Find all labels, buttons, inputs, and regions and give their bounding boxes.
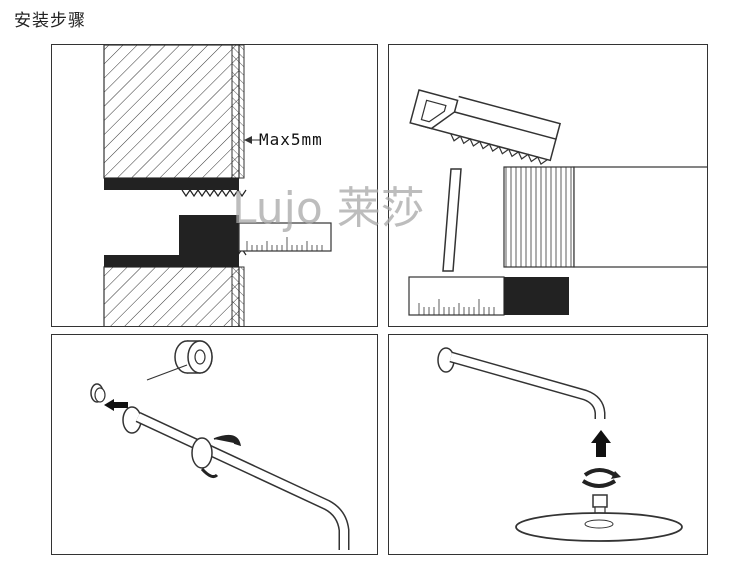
tape-wrap-diagram <box>90 340 350 550</box>
step1-panel: Max5mm <box>51 44 378 327</box>
brand-watermark: Lujo 莱莎 <box>232 183 425 234</box>
page-title: 安装步骤 <box>14 11 86 31</box>
wall-section-diagram <box>103 45 332 326</box>
plug-icon <box>90 383 106 403</box>
step3-panel <box>51 334 378 555</box>
rotate-arrow-icon <box>581 468 621 488</box>
gap-annotation-label: Max5mm <box>259 130 323 149</box>
arrow-left-icon <box>104 399 128 411</box>
step2-panel <box>388 44 708 327</box>
saw-cut-diagram <box>408 89 707 316</box>
saw-icon <box>409 89 562 166</box>
shower-install-diagram <box>437 347 683 542</box>
tape-roll-icon <box>146 340 213 381</box>
arrow-up-icon <box>591 430 611 457</box>
step4-panel <box>388 334 708 555</box>
